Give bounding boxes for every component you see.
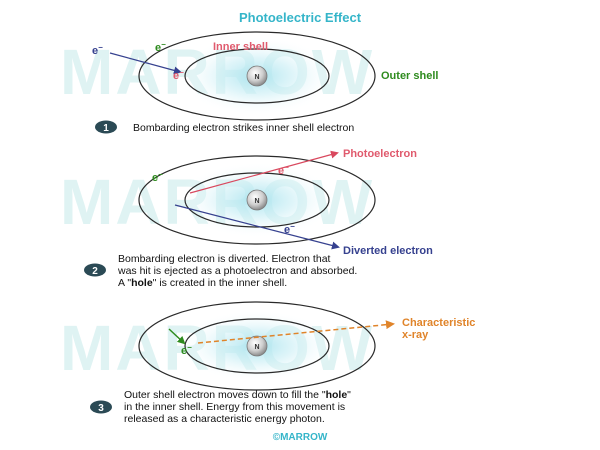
outer-shell (138, 301, 376, 391)
photoelectron-label: Photoelectron (343, 148, 417, 160)
photoelectron-electron-label: e− (278, 163, 289, 177)
outer-shell-label: Outer shell (381, 70, 438, 82)
step-number: 1 (103, 123, 109, 134)
outer-electron-label: e− (152, 170, 163, 184)
step-caption: Bombarding electron strikes inner shell … (133, 122, 354, 134)
panel-1: N e− e− e− Inner shell Outer shell 1 Bom… (92, 31, 438, 134)
step-badge (84, 263, 106, 277)
inner-electron-label: e− (173, 68, 184, 82)
nucleus (246, 335, 268, 357)
diverted-electron-electron-label: e− (284, 222, 295, 236)
nucleus (246, 65, 268, 87)
diagram-title: Photoelectric Effect (239, 10, 362, 25)
electron-transition-arrow (168, 328, 186, 345)
inner-shell (184, 318, 330, 374)
transitioning-electron-label: e− (181, 343, 192, 357)
panel-2: N e− e− e− Photoelectron Diverted electr… (84, 148, 433, 289)
inner-shell (184, 172, 330, 228)
xray-label: Characteristic x-ray (402, 317, 478, 341)
photoelectron-arrow (189, 150, 339, 194)
step-caption: Bombarding electron is diverted. Electro… (117, 253, 360, 289)
diverted-electron-arrow (174, 204, 340, 250)
outer-shell (138, 31, 376, 121)
panel-3: N e− Characteristic x-ray 3 Outer shell … (90, 301, 478, 425)
inner-shell (184, 48, 330, 104)
outer-shell (138, 155, 376, 245)
bombarding-electron-label: e− (92, 43, 103, 57)
inner-shell-label: Inner shell (213, 41, 268, 53)
nucleus-label: N (254, 74, 259, 81)
bombarding-electron-arrow (109, 52, 182, 75)
step-number: 2 (92, 266, 98, 277)
nucleus-label: N (254, 344, 259, 351)
step-caption: Outer shell electron moves down to fill … (124, 389, 354, 425)
outer-electron-label: e− (155, 40, 166, 54)
xray-arrow (197, 320, 395, 344)
diverted-electron-label: Diverted electron (343, 245, 433, 257)
step-badge (90, 400, 112, 414)
footer-copyright: ©MARROW (273, 432, 328, 443)
nucleus (246, 189, 268, 211)
step-number: 3 (98, 403, 104, 414)
nucleus-label: N (254, 198, 259, 205)
step-badge (95, 120, 117, 134)
